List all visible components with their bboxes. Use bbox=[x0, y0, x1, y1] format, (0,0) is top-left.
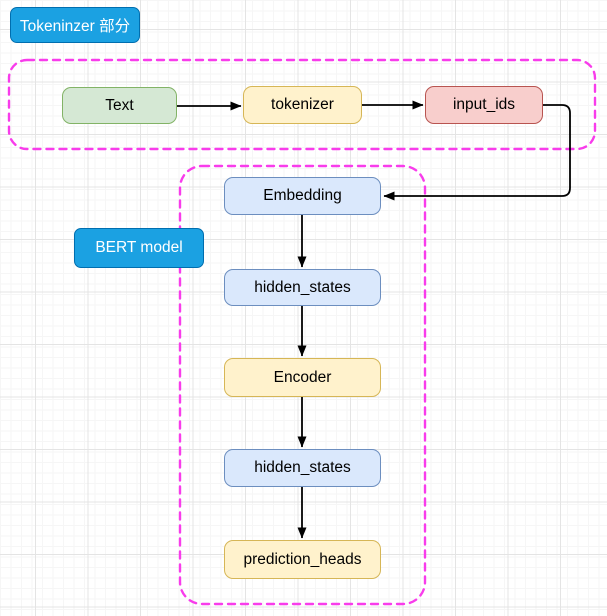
node-encoder[interactable]: Encoder bbox=[224, 358, 381, 397]
node-text[interactable]: Text bbox=[62, 87, 177, 124]
tokenizer-section-label-text: Tokeninzer 部分 bbox=[19, 18, 131, 35]
bert-model-label-text: BERT model bbox=[95, 239, 183, 256]
node-embedding[interactable]: Embedding bbox=[224, 177, 381, 215]
node-hidden-states-2-label: hidden_states bbox=[254, 459, 351, 477]
node-input-ids-label: input_ids bbox=[452, 96, 516, 114]
edge-input-ids-to-embedding[interactable] bbox=[383, 104, 571, 201]
node-text-label: Text bbox=[105, 96, 134, 114]
node-tokenizer[interactable]: tokenizer bbox=[243, 86, 362, 124]
node-hidden-states-1[interactable]: hidden_states bbox=[224, 269, 381, 306]
node-encoder-label: Encoder bbox=[273, 368, 332, 386]
node-hidden-states-2[interactable]: hidden_states bbox=[224, 449, 381, 487]
bert-model-label[interactable]: BERT model bbox=[74, 228, 204, 268]
group-tokenizer-section[interactable] bbox=[7, 58, 597, 151]
node-embedding-label: Embedding bbox=[263, 187, 342, 205]
tokenizer-section-label[interactable]: Tokeninzer 部分 bbox=[10, 7, 140, 43]
node-tokenizer-label: tokenizer bbox=[271, 96, 334, 114]
node-hidden-states-1-label: hidden_states bbox=[254, 278, 351, 296]
node-input-ids[interactable]: input_ids bbox=[425, 86, 543, 124]
node-prediction-heads-label: prediction_heads bbox=[243, 550, 362, 568]
node-prediction-heads[interactable]: prediction_heads bbox=[224, 540, 381, 579]
group-bert-model-section[interactable] bbox=[178, 164, 427, 606]
